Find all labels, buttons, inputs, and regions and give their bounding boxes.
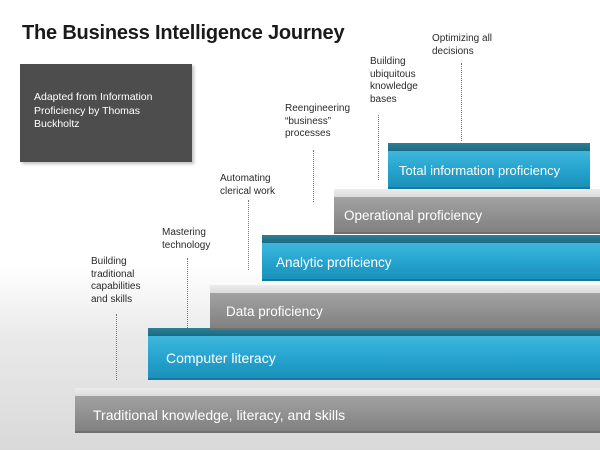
step-total-information-proficiency: Total information proficiency bbox=[388, 143, 590, 189]
step-face: Total information proficiency bbox=[388, 151, 590, 189]
annotation-building-traditional: Building traditional capabilities and sk… bbox=[91, 256, 141, 305]
source-note-text: Adapted from Information Proficiency by … bbox=[34, 91, 153, 130]
step-data-proficiency: Data proficiency bbox=[210, 285, 600, 330]
step-label: Computer literacy bbox=[166, 350, 276, 366]
leader-line-3 bbox=[248, 200, 249, 270]
step-top-edge bbox=[210, 285, 600, 293]
step-face: Operational proficiency bbox=[334, 197, 600, 234]
step-top-edge bbox=[75, 388, 600, 396]
source-note-box: Adapted from Information Proficiency by … bbox=[20, 64, 192, 162]
step-label: Operational proficiency bbox=[344, 208, 483, 223]
step-top-edge bbox=[334, 189, 600, 197]
leader-line-2 bbox=[187, 258, 188, 328]
step-analytic-proficiency: Analytic proficiency bbox=[262, 235, 600, 281]
annotation-automating-clerical: Automating clerical work bbox=[220, 173, 276, 197]
diagram-title: The Business Intelligence Journey bbox=[22, 22, 345, 44]
leader-line-4 bbox=[313, 150, 314, 202]
step-face: Data proficiency bbox=[210, 293, 600, 330]
annotation-mastering-technology: Mastering technology bbox=[162, 227, 211, 251]
step-computer-literacy: Computer literacy bbox=[148, 328, 600, 380]
annotation-optimizing-decisions: Optimizing all decisions bbox=[432, 33, 493, 57]
step-face: Analytic proficiency bbox=[262, 243, 600, 281]
step-traditional-knowledge: Traditional knowledge, literacy, and ski… bbox=[75, 388, 600, 433]
leader-line-5 bbox=[378, 115, 379, 180]
leader-line-1 bbox=[116, 314, 117, 380]
step-operational-proficiency: Operational proficiency bbox=[334, 189, 600, 234]
step-top-edge bbox=[388, 143, 590, 151]
step-label: Traditional knowledge, literacy, and ski… bbox=[93, 406, 346, 423]
annotation-reengineering: Reengineering “business” processes bbox=[285, 103, 351, 139]
step-top-edge bbox=[262, 235, 600, 243]
step-label: Analytic proficiency bbox=[276, 254, 392, 270]
step-label: Total information proficiency bbox=[399, 162, 561, 178]
step-face: Traditional knowledge, literacy, and ski… bbox=[75, 396, 600, 433]
step-top-edge bbox=[148, 328, 600, 336]
step-face: Computer literacy bbox=[148, 336, 600, 380]
leader-line-6 bbox=[461, 63, 462, 141]
step-label: Data proficiency bbox=[226, 304, 323, 319]
annotation-knowledge-bases: Building ubiquitous knowledge bases bbox=[370, 56, 418, 105]
